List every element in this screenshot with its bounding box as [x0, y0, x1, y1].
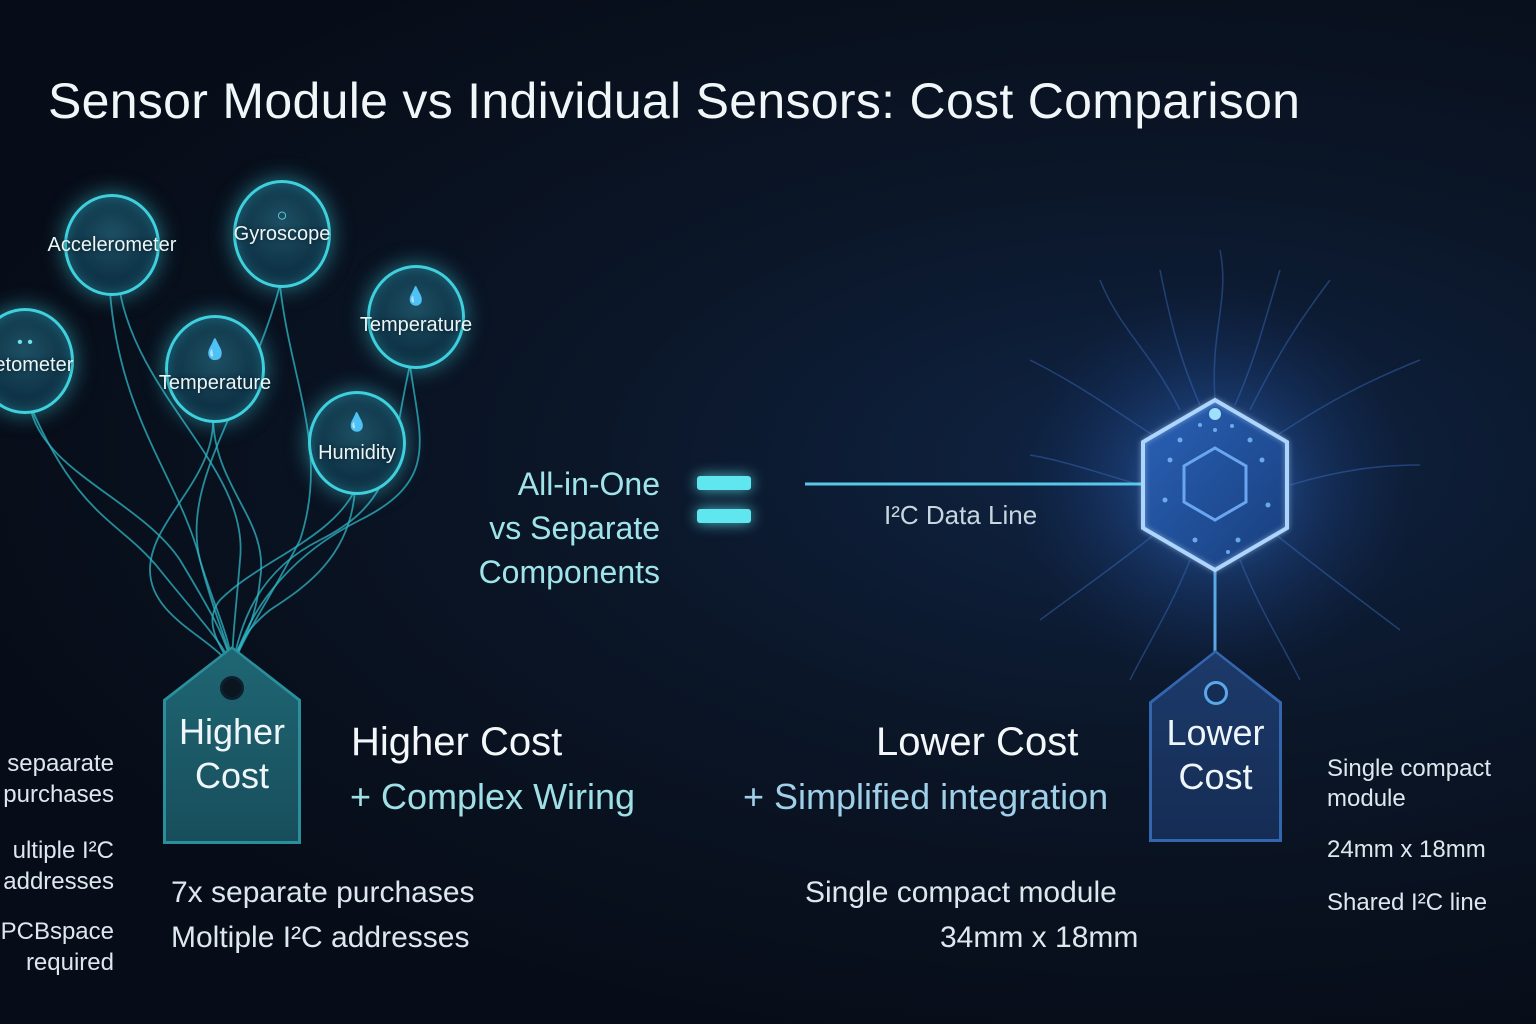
tag-text: Higher Cost	[179, 710, 285, 798]
right-side-note: 24mm x 18mm	[1327, 836, 1486, 863]
sensor-label: Temperature	[359, 313, 473, 336]
droplet-icon: 💧	[404, 286, 428, 306]
sensor-node-humidity: 💧 Humidity	[308, 391, 406, 495]
right-side-note: Single compact	[1327, 755, 1492, 782]
sensor-node-temperature-1: 💧 Temperature	[159, 315, 271, 423]
tag-text: Lower Cost	[1166, 711, 1264, 799]
left-side-note: PCBspace	[0, 918, 114, 945]
tag-line-2: Cost	[194, 755, 270, 796]
higher-cost-tag: Higher Cost	[163, 646, 301, 844]
sensor-label: aretometer	[0, 353, 74, 376]
sensor-wires	[29, 284, 421, 671]
left-heading: Higher Cost	[351, 720, 563, 764]
right-detail-1: Single compact module	[805, 876, 1117, 909]
sensor-node-barometer: • • aretometer	[0, 308, 74, 414]
left-side-note: required	[25, 949, 114, 976]
right-heading: Lower Cost	[876, 720, 1079, 764]
dots-icon: • •	[17, 334, 33, 351]
droplet-icon: 💧	[345, 412, 369, 432]
right-detail-2: 34mm x 18mm	[940, 921, 1139, 954]
tag-line-1: Lower	[1166, 712, 1265, 753]
sensor-node-gyroscope: ○ Gyroscope	[233, 180, 331, 288]
sensor-module-chip	[1141, 397, 1289, 573]
left-side-note: addresses	[3, 868, 114, 895]
caption-line-1: All-in-One	[517, 466, 660, 502]
circle-icon: ○	[276, 205, 288, 225]
sensor-label: Accelerometer	[47, 233, 177, 256]
tag-line-2: Cost	[1178, 756, 1253, 797]
sensor-node-accelerometer: Accelerometer	[48, 194, 176, 296]
caption-line-2: vs Separate	[489, 510, 660, 546]
data-line-label: I²C Data Line	[884, 500, 1038, 530]
left-detail-1: 7x separate purchases	[171, 876, 475, 909]
chip-rays	[1029, 249, 1421, 681]
left-side-note: sepaarate	[7, 750, 114, 777]
sensor-label: Temperature	[158, 371, 272, 394]
sensor-label: Gyroscope	[233, 222, 331, 245]
tag-line-1: Higher	[178, 711, 286, 752]
right-side-note: Shared I²C line	[1327, 889, 1488, 916]
droplet-icon: 💧	[202, 339, 228, 361]
comparison-caption: All-in-One vs Separate Components	[440, 462, 660, 594]
tag-hole-icon	[1204, 681, 1228, 705]
equals-icon-top	[697, 476, 751, 490]
left-side-note: ultiple I²C	[12, 837, 114, 864]
sensor-node-temperature-2: 💧 Temperature	[360, 265, 472, 369]
left-subheading: + Complex Wiring	[350, 776, 636, 817]
tag-hole-icon	[220, 676, 244, 700]
left-side-note: purchases	[3, 781, 114, 808]
equals-icon-bottom	[697, 509, 751, 523]
sensor-label: Humidity	[318, 441, 396, 464]
right-subheading: + Simplified integration	[743, 776, 1109, 817]
page-title: Sensor Module vs Individual Sensors: Cos…	[48, 73, 1301, 129]
right-side-note: module	[1327, 785, 1406, 812]
left-detail-2: Moltiple I²C addresses	[171, 921, 470, 954]
caption-line-3: Components	[478, 554, 660, 590]
